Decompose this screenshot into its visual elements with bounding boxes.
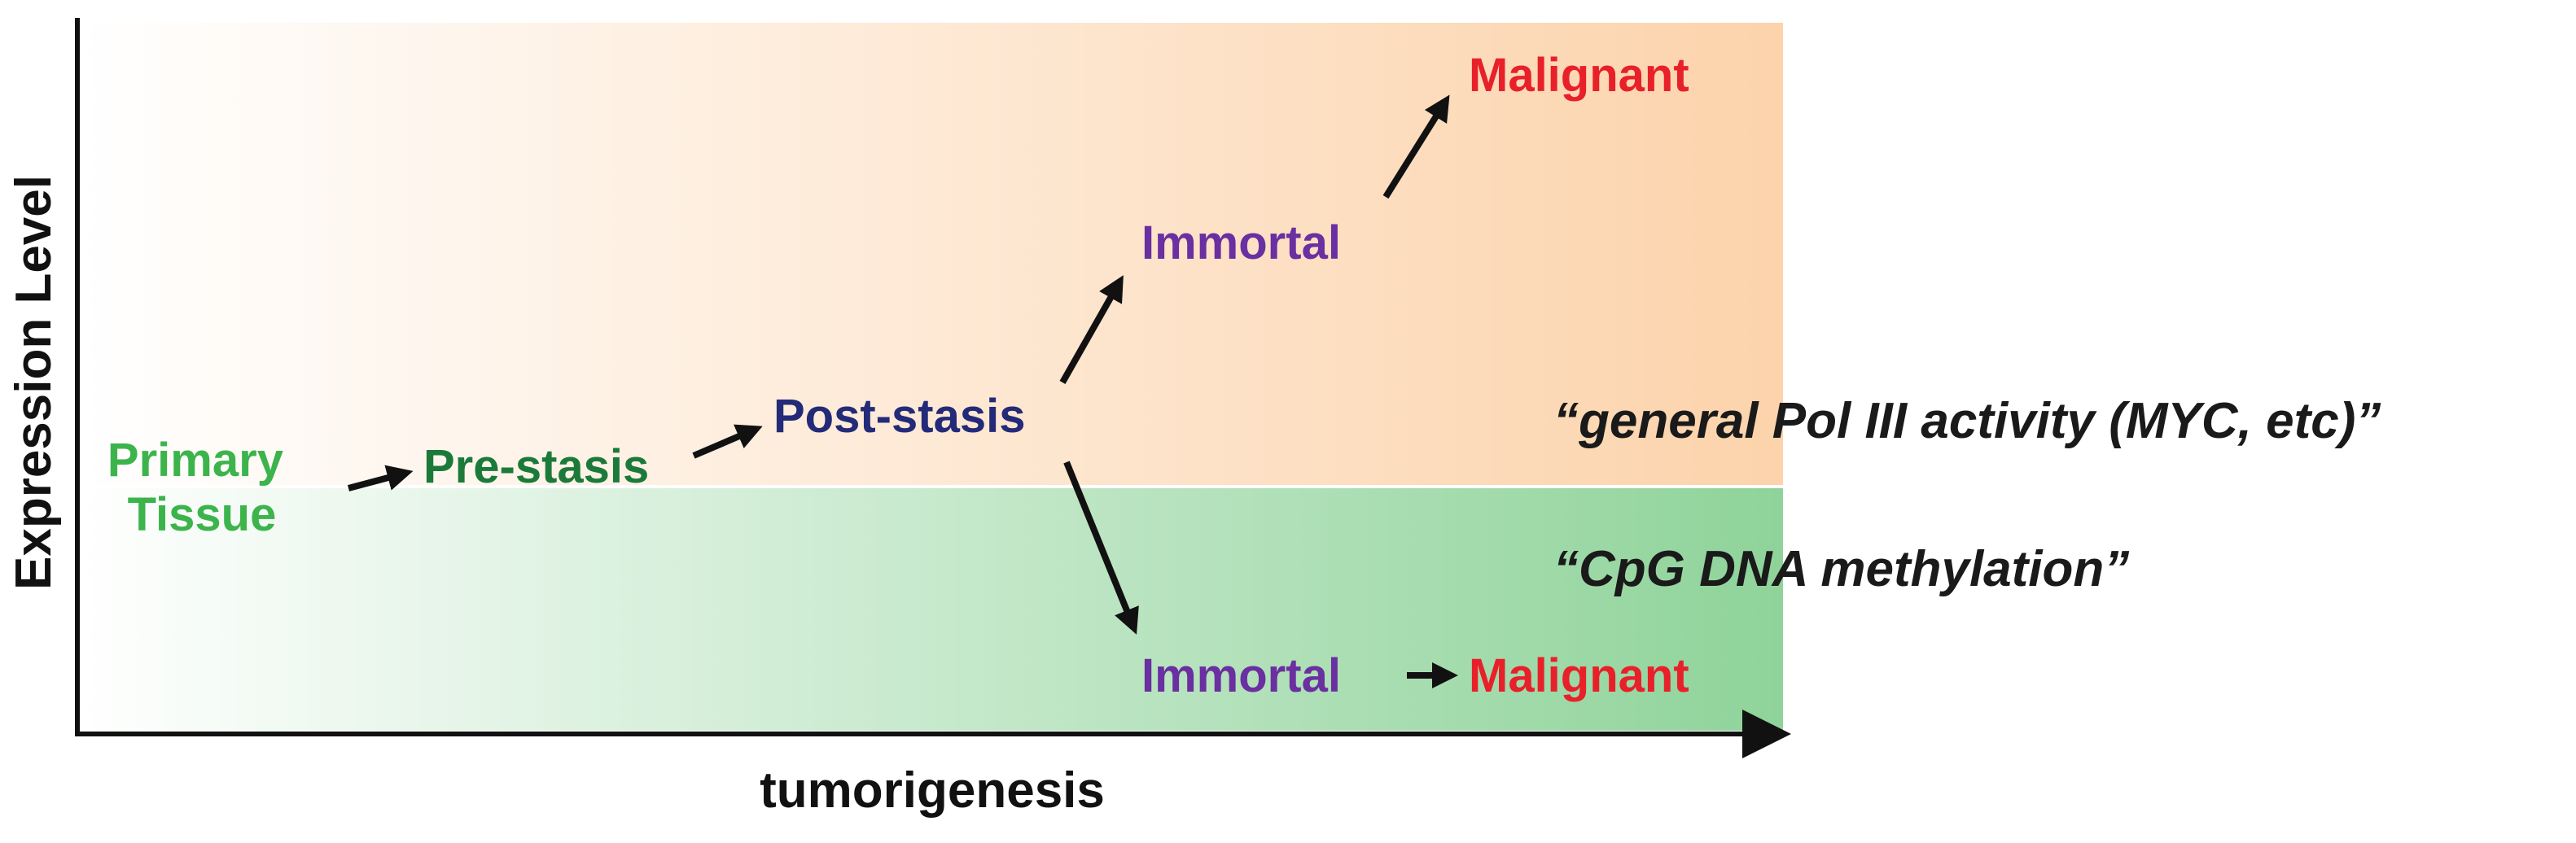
stage-immortal-lower: Immortal [1141, 649, 1341, 702]
y-axis-label: Expression Level [6, 175, 62, 590]
stage-primary-tissue-line1: Primary [107, 434, 283, 487]
arrow-primary-to-prestasis [347, 465, 414, 491]
stage-pre-stasis: Pre-stasis [423, 440, 649, 493]
annotation-upper: “general Pol III activity (MYC, etc)” [1553, 393, 2381, 449]
stage-post-stasis: Post-stasis [773, 390, 1025, 443]
annotation-lower: “CpG DNA methylation” [1553, 541, 2129, 597]
stage-immortal-upper: Immortal [1141, 216, 1341, 269]
stage-primary-tissue: Primary Tissue [107, 434, 296, 541]
lower-region [77, 488, 1783, 731]
stage-malignant-lower: Malignant [1469, 649, 1689, 702]
stage-primary-tissue-line2: Tissue [128, 488, 277, 541]
stage-malignant-upper: Malignant [1469, 49, 1689, 102]
x-axis-arrowhead [1742, 710, 1791, 758]
arrow-poststasis-to-immortal-lower [1063, 461, 1139, 635]
x-axis-label: tumorigenesis [760, 762, 1105, 819]
arrow-prestasis-to-poststasis [692, 424, 763, 459]
arrow-immortal-to-malignant-upper [1382, 94, 1450, 199]
upper-region [77, 23, 1783, 485]
arrow-poststasis-to-immortal-upper [1059, 275, 1124, 384]
